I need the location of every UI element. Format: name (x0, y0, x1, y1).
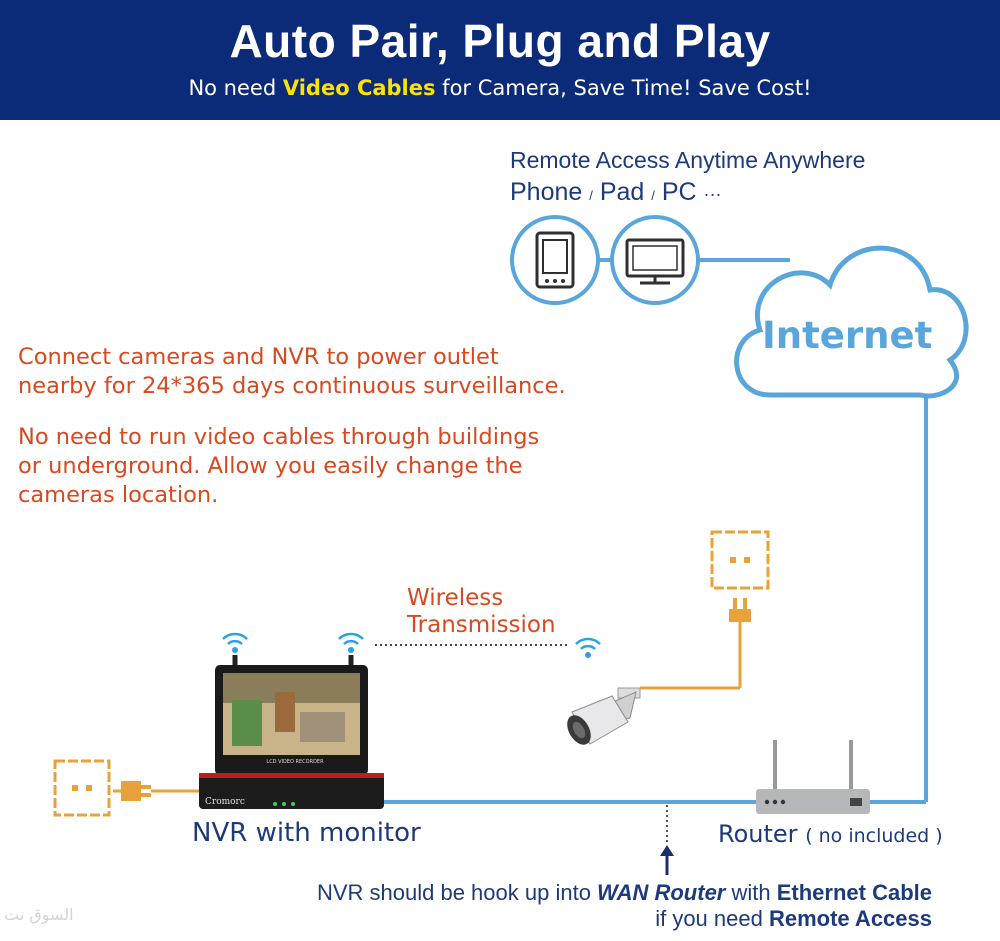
wan-router-note: NVR should be hook up into WAN Router wi… (317, 880, 932, 932)
no-cables-note: No need to run video cables through buil… (18, 423, 539, 510)
note-line: Connect cameras and NVR to power outlet (18, 344, 499, 370)
nvr-monitor-icon (199, 655, 384, 809)
internet-label: Internet (762, 314, 933, 357)
camera-power-outlet-icon (710, 530, 770, 590)
router-note: ( no included ) (805, 825, 943, 847)
watermark: السوق نت (4, 905, 74, 924)
note-line: No need to run video cables through buil… (18, 424, 540, 450)
nvr-screen-caption: LCD VIDEO RECORDER (266, 759, 324, 765)
header-banner (0, 0, 1000, 120)
wifi-icon (338, 632, 364, 653)
nvr-plug-icon (113, 781, 200, 801)
note-line: nearby for 24*365 days continuous survei… (18, 373, 566, 399)
nvr-brand: Cromorc (205, 797, 245, 807)
wireless-line: Wireless (407, 585, 504, 611)
camera-plug-icon (640, 598, 751, 690)
device-ellipsis: ··· (703, 184, 722, 204)
bullet-camera-icon (567, 687, 641, 745)
router-label: Router ( no included ) (718, 820, 943, 848)
router-icon (756, 740, 870, 814)
device-separator: / (651, 188, 655, 203)
note-line: cameras location. (18, 482, 219, 508)
internet-cloud-icon (734, 245, 969, 399)
subtitle-highlight: Video Cables (282, 76, 436, 100)
router-name: Router (718, 820, 798, 848)
remote-access-heading: Remote Access Anytime Anywhere (510, 147, 866, 173)
wifi-icon (222, 632, 248, 653)
wireless-line: Transmission (407, 612, 556, 638)
wireless-transmission-label: Wireless Transmission (407, 585, 556, 639)
nvr-label: NVR with monitor (192, 818, 421, 848)
device-pad-label: Pad (599, 178, 645, 206)
pc-monitor-icon (610, 215, 700, 305)
wan-note-line-2: if you need Remote Access (317, 906, 932, 932)
wifi-icon (575, 637, 601, 658)
remote-devices-list: Phone / Pad / PC ··· (510, 178, 722, 207)
wan-router-emphasis: WAN Router (597, 880, 726, 905)
wan-note-text: with (725, 880, 777, 905)
wan-note-line-1: NVR should be hook up into WAN Router wi… (317, 880, 932, 906)
device-separator: / (589, 188, 593, 203)
arrow-up-icon (660, 845, 674, 875)
wan-note-text: NVR should be hook up into (316, 880, 598, 905)
remote-access-emphasis: Remote Access (768, 906, 932, 931)
page-title: Auto Pair, Plug and Play (229, 15, 771, 67)
subtitle-after: for Camera, Save Time! Save Cost! (435, 76, 812, 100)
device-phone-label: Phone (510, 178, 583, 206)
subtitle-before: No need (188, 76, 283, 100)
page-subtitle: No need Video Cables for Camera, Save Ti… (0, 76, 1000, 100)
ethernet-cable-emphasis: Ethernet Cable (776, 880, 932, 905)
power-outlet-note: Connect cameras and NVR to power outlet … (18, 343, 566, 401)
device-pc-label: PC (661, 178, 697, 206)
phone-pad-icon (510, 215, 600, 305)
nvr-power-outlet-icon (53, 759, 111, 817)
note-line: or underground. Allow you easily change … (18, 453, 523, 479)
wan-note-text: if you need (655, 906, 769, 931)
